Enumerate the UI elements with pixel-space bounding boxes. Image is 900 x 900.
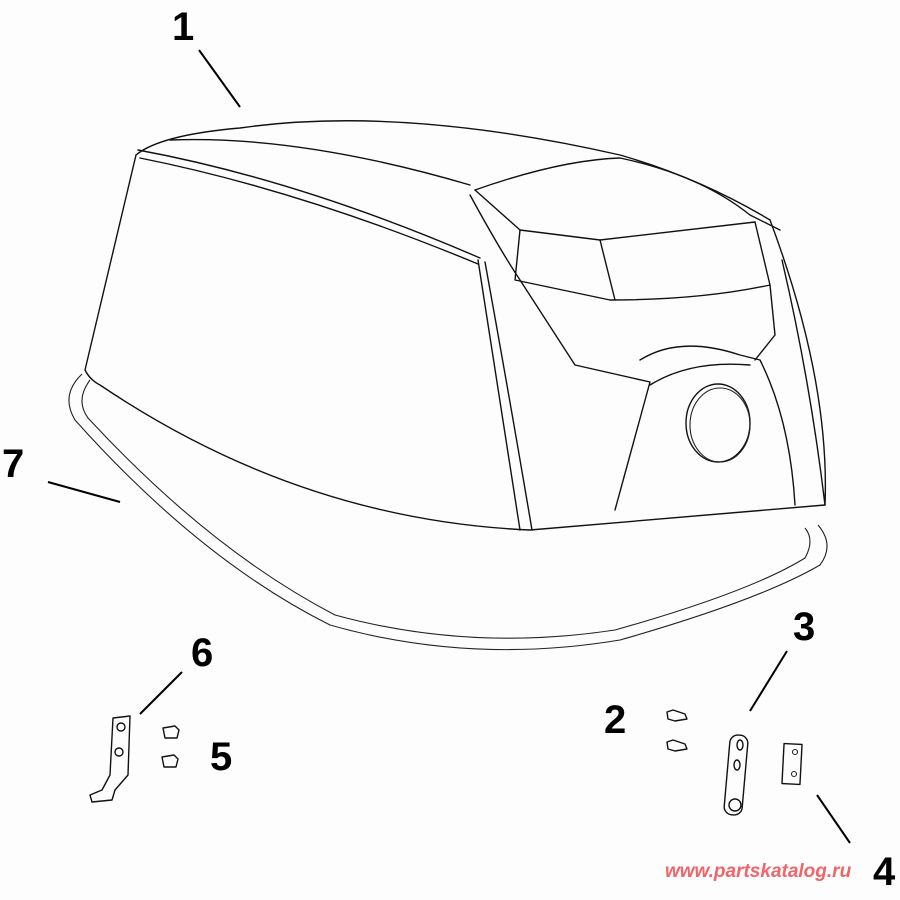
latch[interactable] — [723, 734, 749, 816]
leader-6 — [139, 671, 183, 715]
plate[interactable] — [781, 742, 803, 786]
leader-3 — [749, 650, 788, 712]
callout-7: 7 — [2, 442, 25, 486]
screws-2[interactable] — [666, 709, 688, 752]
callout-2: 2 — [604, 698, 627, 742]
watermark: www.partskatalog.ru — [665, 861, 852, 882]
seal[interactable] — [68, 373, 828, 651]
screws-5[interactable] — [161, 725, 180, 768]
callout-4: 4 — [873, 850, 896, 894]
callout-6: 6 — [191, 631, 214, 675]
callout-1: 1 — [172, 5, 195, 49]
callout-5: 5 — [210, 735, 233, 779]
callout-3: 3 — [793, 605, 816, 649]
leader-4 — [816, 794, 851, 844]
bracket[interactable] — [89, 715, 131, 803]
engine-cover[interactable] — [84, 120, 827, 531]
leader-7 — [47, 481, 121, 503]
leader-1 — [198, 49, 241, 108]
